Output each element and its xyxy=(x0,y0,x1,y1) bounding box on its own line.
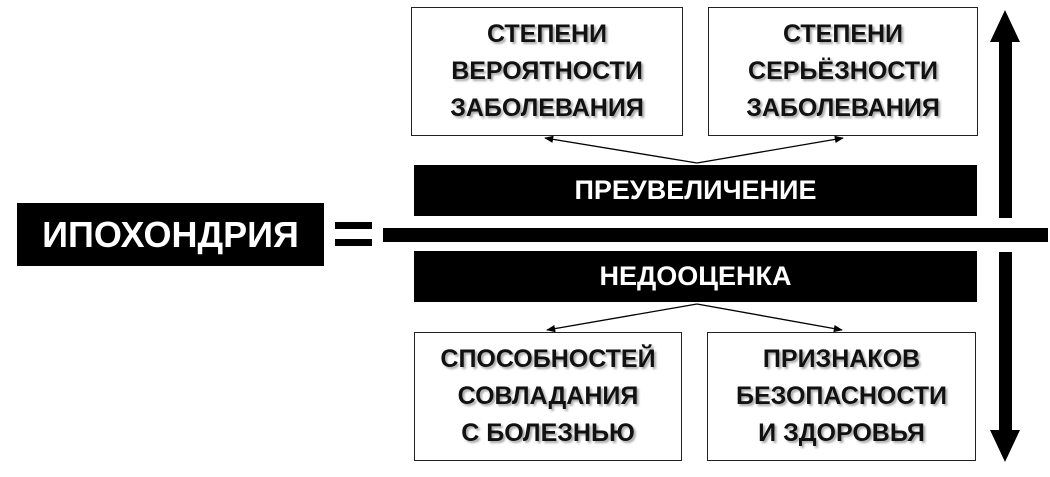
box-probability: СТЕПЕНИ ВЕРОЯТНОСТИ ЗАБОЛЕВАНИЯ xyxy=(411,7,683,136)
box-severity-text: СТЕПЕНИ СЕРЬЁЗНОСТИ ЗАБОЛЕВАНИЯ xyxy=(746,20,940,122)
arrow-to-safety xyxy=(696,303,843,333)
box-probability-text: СТЕПЕНИ ВЕРОЯТНОСТИ ЗАБОЛЕВАНИЯ xyxy=(450,20,644,122)
box-safety: ПРИЗНАКОВ БЕЗОПАСНОСТИ И ЗДОРОВЬЯ xyxy=(707,332,976,461)
arrow-to-probability xyxy=(544,135,698,164)
box-coping: СПОСОБНОСТЕЙ СОВЛАДАНИЯ С БОЛЕЗНЬЮ xyxy=(414,332,682,461)
box-coping-text: СПОСОБНОСТЕЙ СОВЛАДАНИЯ С БОЛЕЗНЬЮ xyxy=(440,345,656,447)
equals-sign-top xyxy=(335,222,372,229)
arrow-to-severity xyxy=(696,135,844,164)
box-safety-text: ПРИЗНАКОВ БЕЗОПАСНОСТИ И ЗДОРОВЬЯ xyxy=(735,345,948,447)
underestimation-bar: НЕДООЦЕНКА xyxy=(414,251,977,302)
down-arrow-icon xyxy=(990,252,1020,462)
divider-line xyxy=(383,228,1048,242)
arrow-to-coping xyxy=(546,303,698,333)
equals-sign-bottom xyxy=(335,239,372,246)
exaggeration-bar: ПРЕУВЕЛИЧЕНИЕ xyxy=(414,165,977,216)
box-severity: СТЕПЕНИ СЕРЬЁЗНОСТИ ЗАБОЛЕВАНИЯ xyxy=(708,7,978,136)
hypochondria-label: ИПОХОНДРИЯ xyxy=(17,203,324,266)
up-arrow-icon xyxy=(990,10,1020,218)
